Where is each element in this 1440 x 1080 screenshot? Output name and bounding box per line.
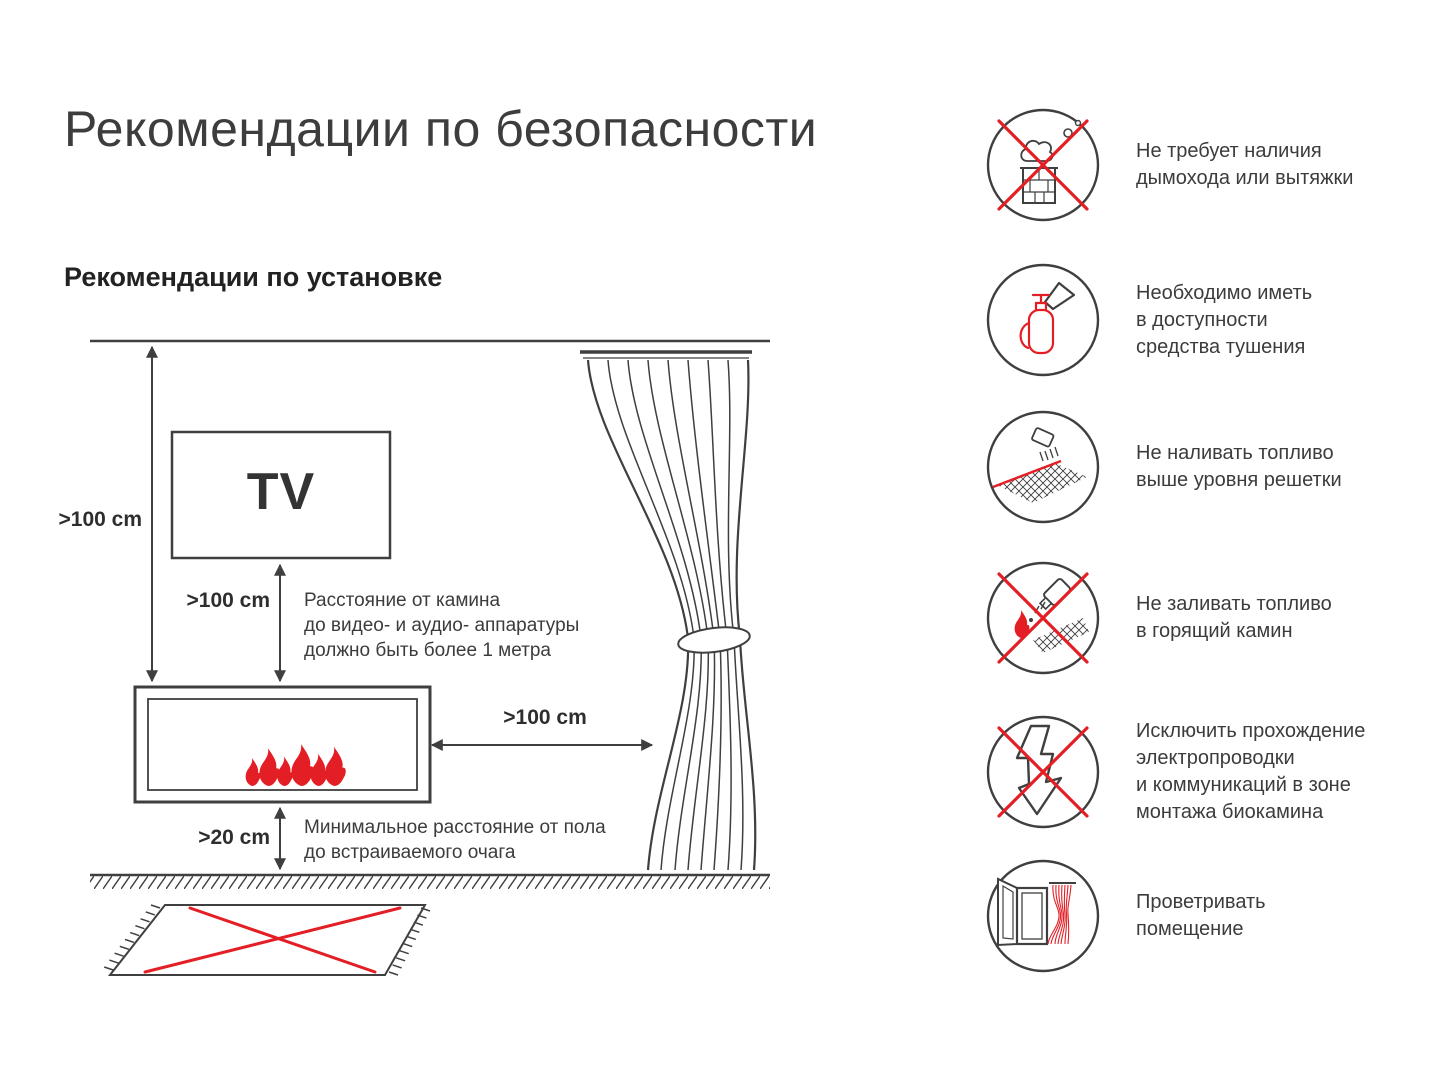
floor-hatching — [90, 876, 770, 889]
tv-label: TV — [246, 463, 316, 521]
safety-item-text: Не заливать топливо в горящий камин — [1136, 593, 1332, 642]
safety-item-text: Необходимо иметь в доступности средства … — [1136, 281, 1313, 358]
safety-item: Необходимо иметь в доступности средства … — [983, 260, 1440, 380]
tv-outline — [170, 430, 392, 560]
installation-diagram — [90, 339, 770, 976]
safety-item: Проветривать помещение — [983, 856, 1440, 976]
safety-item-text: Исключить прохождение электропроводки и … — [1136, 720, 1366, 823]
ventilate-icon — [986, 859, 1100, 973]
safety-item-text: Проветривать помещение — [1136, 891, 1266, 940]
page-title: Рекомендации по безопасности — [64, 101, 818, 157]
rug-fringe-right — [388, 907, 431, 976]
no-chimney-icon — [986, 108, 1100, 222]
curtain — [580, 350, 757, 871]
fire-extinguisher-icon — [986, 263, 1100, 377]
rug-fringe-left — [103, 904, 161, 971]
safety-item: Исключить прохождение электропроводки и … — [983, 712, 1440, 832]
dim-wall-label: >100 cm — [58, 508, 143, 531]
no-refuel-burning-icon — [986, 561, 1100, 675]
equipment-note: Расстояние от камина до видео- и аудио- … — [304, 590, 580, 661]
dim-tv-label: >100 cm — [186, 589, 271, 612]
safety-item: Не требует наличия дымохода или вытяжки — [983, 105, 1440, 225]
safety-item: Не заливать топливо в горящий камин — [983, 558, 1440, 678]
section-subtitle: Рекомендации по установке — [64, 262, 443, 292]
floor-note: Минимальное расстояние от пола до встраи… — [304, 817, 606, 863]
fuel-level-icon — [986, 410, 1100, 524]
dim-floor-label: >20 cm — [198, 826, 270, 849]
no-wiring-icon — [986, 715, 1100, 829]
safety-item-text: Не наливать топливо выше уровня решетки — [1136, 442, 1342, 491]
safety-item-text: Не требует наличия дымохода или вытяжки — [1136, 140, 1354, 189]
dim-curtain-label: >100 cm — [503, 706, 587, 729]
safety-item: Не наливать топливо выше уровня решетки — [983, 407, 1440, 527]
curtain-tie — [677, 626, 751, 654]
no-rug-cross-icon — [143, 906, 402, 974]
